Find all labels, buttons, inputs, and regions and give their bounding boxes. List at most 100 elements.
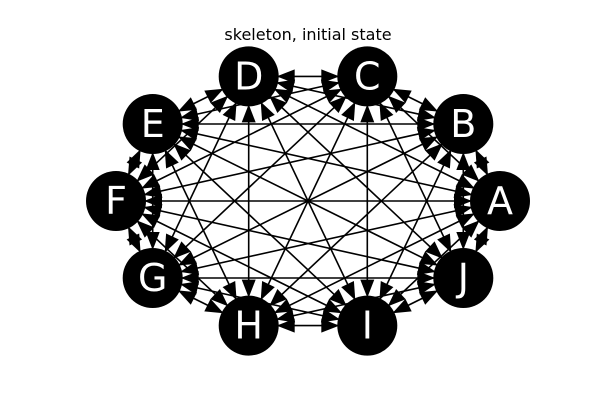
arrowhead-B-to-E <box>180 117 199 131</box>
node-label: J <box>456 256 469 300</box>
arrowhead-D-to-J <box>425 241 443 259</box>
arrowhead-A-to-G <box>180 261 200 275</box>
node-label: F <box>105 179 127 223</box>
arrowhead-D-to-C <box>321 69 340 84</box>
edge-E-I <box>152 123 368 327</box>
node-C: C <box>337 46 398 107</box>
arrowhead-I-to-J <box>419 290 439 305</box>
node-J: J <box>433 248 494 308</box>
arrowhead-C-to-F <box>141 174 161 189</box>
node-circle <box>337 46 398 107</box>
node-D: D <box>218 46 279 107</box>
arrowhead-J-to-A <box>473 226 488 246</box>
node-circle <box>122 94 183 154</box>
arrowhead-H-to-J <box>416 281 436 295</box>
arrowhead-J-to-I <box>392 298 412 314</box>
arrowhead-C-to-G <box>173 241 191 259</box>
arrowhead-H-to-I <box>321 318 340 333</box>
node-circle <box>433 94 494 154</box>
arrowhead-E-to-D <box>204 88 224 104</box>
arrowhead-G-to-F <box>128 226 143 246</box>
arrowhead-H-to-A <box>455 213 475 228</box>
arrowhead-E-to-C <box>320 79 340 94</box>
arrowhead-G-to-D <box>222 101 237 121</box>
arrowhead-A-to-D <box>273 88 293 104</box>
arrowhead-H-to-E <box>164 149 179 169</box>
node-circle <box>86 171 146 231</box>
arrowhead-A-to-F <box>144 194 162 208</box>
diagram-title: skeleton, initial state <box>224 25 391 44</box>
arrowhead-C-to-I <box>360 279 375 298</box>
arrowhead-J-to-B <box>456 152 471 170</box>
node-circle <box>218 46 279 107</box>
arrowhead-I-to-A <box>461 220 480 238</box>
node-I: I <box>337 295 398 356</box>
edge-C-F <box>115 75 368 202</box>
arrowhead-J-to-E <box>177 136 197 151</box>
arrowhead-C-to-J <box>437 233 452 253</box>
node-label: B <box>450 102 476 146</box>
arrowhead-H-to-G <box>177 290 197 305</box>
arrowhead-B-to-D <box>276 79 296 94</box>
arrowhead-A-to-I <box>387 289 406 307</box>
node-label: I <box>362 304 373 348</box>
node-F: F <box>86 171 146 231</box>
arrowhead-G-to-J <box>417 271 436 285</box>
arrowhead-E-to-J <box>419 251 439 266</box>
node-label: C <box>354 54 381 98</box>
arrowhead-F-to-H <box>210 289 229 307</box>
arrowhead-H-to-F <box>136 220 155 238</box>
arrowhead-G-to-B <box>419 136 439 151</box>
arrowhead-H-to-C <box>341 101 356 121</box>
arrowhead-I-to-F <box>141 213 161 228</box>
arrowhead-J-to-D <box>269 95 287 113</box>
arrowhead-I-to-H <box>276 318 295 333</box>
arrowhead-C-to-H <box>260 281 275 301</box>
edge-E-J <box>152 123 464 279</box>
node-circle <box>470 171 530 231</box>
edge-F-I <box>115 200 368 327</box>
arrowhead-layer <box>126 69 490 333</box>
arrowhead-G-to-A <box>453 204 473 218</box>
arrowhead-J-to-C <box>379 101 394 121</box>
arrowhead-J-to-G <box>180 271 199 285</box>
arrowhead-G-to-I <box>320 308 340 323</box>
node-label: D <box>234 54 263 98</box>
arrowhead-B-to-A <box>473 156 488 176</box>
arrowhead-F-to-B <box>416 127 436 141</box>
arrowhead-I-to-D <box>260 101 275 121</box>
arrowhead-G-to-C <box>329 95 347 113</box>
arrowhead-F-to-C <box>323 88 343 104</box>
edge-D-J <box>248 75 464 279</box>
arrowhead-F-to-J <box>416 261 436 275</box>
arrowhead-C-to-A <box>461 164 480 182</box>
node-label: E <box>141 102 165 146</box>
arrowhead-D-to-H <box>241 279 256 298</box>
edge-A-H <box>248 200 501 327</box>
arrowhead-F-to-D <box>210 95 229 113</box>
node-G: G <box>122 248 183 308</box>
arrowhead-E-to-I <box>329 289 347 307</box>
node-label: G <box>138 256 167 300</box>
node-circle <box>433 248 494 308</box>
arrowhead-I-to-B <box>437 149 452 169</box>
arrowhead-H-to-D <box>241 104 256 123</box>
arrowhead-B-to-J <box>456 232 471 250</box>
arrowhead-F-to-A <box>454 194 472 208</box>
arrowhead-C-to-E <box>180 107 200 121</box>
node-circle <box>337 295 398 356</box>
arrowhead-E-to-B <box>417 117 436 131</box>
arrowhead-J-to-H <box>276 308 296 323</box>
node-label: H <box>234 304 263 348</box>
arrowhead-D-to-F <box>136 164 155 182</box>
arrowhead-I-to-G <box>180 281 200 295</box>
arrowhead-I-to-C <box>360 104 375 123</box>
edge-F-J <box>115 200 464 279</box>
node-H: H <box>218 295 279 356</box>
arrowhead-C-to-B <box>419 97 439 112</box>
node-B: B <box>433 94 494 154</box>
arrowhead-B-to-C <box>392 88 412 104</box>
arrowhead-B-to-H <box>269 289 287 307</box>
